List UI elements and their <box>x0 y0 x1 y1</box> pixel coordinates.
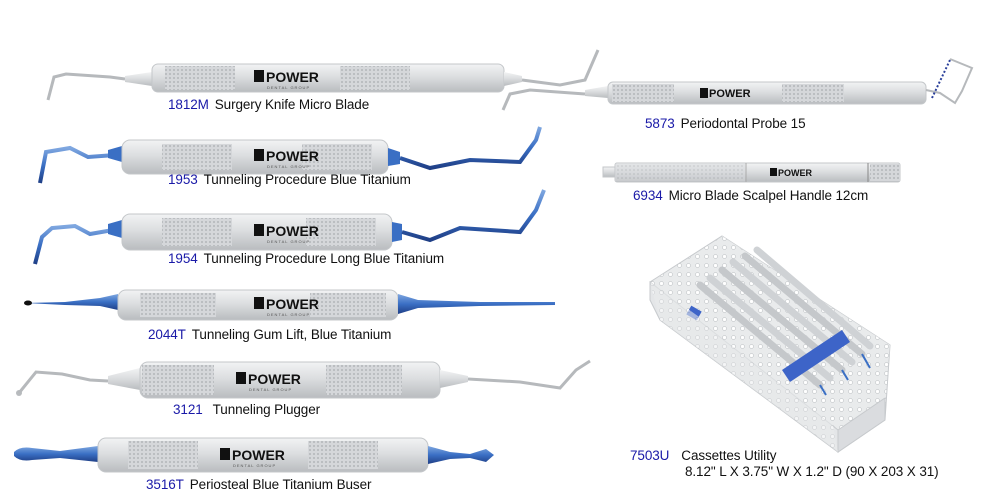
svg-text:POWER: POWER <box>266 223 319 239</box>
svg-text:DENTAL GROUP: DENTAL GROUP <box>267 164 310 169</box>
svg-text:POWER: POWER <box>778 168 813 178</box>
product-1954: POWER DENTAL GROUP 1954 Tunneling Procedu… <box>0 0 600 280</box>
product-code: 1812M <box>168 97 209 112</box>
svg-text:DENTAL GROUP: DENTAL GROUP <box>267 239 310 244</box>
product-name: Tunneling Procedure Blue Titanium <box>203 172 411 187</box>
product-caption: 7503U Cassettes Utility 8.12" L X 3.75" W… <box>630 448 939 479</box>
product-code: 1953 <box>168 172 198 187</box>
periodontal-probe-instrument-image: POWER <box>501 58 974 111</box>
product-name: Tunneling Gum Lift, Blue Titanium <box>191 327 392 342</box>
svg-text:DENTAL GROUP: DENTAL GROUP <box>267 312 310 317</box>
product-caption: 2044T Tunneling Gum Lift, Blue Titanium <box>148 327 391 342</box>
svg-text:POWER: POWER <box>266 296 319 312</box>
product-5873: POWER 5873 Periodontal Probe 15 <box>0 0 1000 140</box>
product-6934: POWER 6934 Micro Blade Scalpel Handle 12c… <box>0 0 1000 210</box>
product-2044t: POWER DENTAL GROUP 2044T Tunneling Gum Li… <box>0 0 600 350</box>
svg-text:POWER: POWER <box>266 148 319 164</box>
product-code: 3516T <box>146 477 184 492</box>
tunneling-procedure-long-instrument-image: POWER DENTAL GROUP <box>33 189 546 265</box>
product-code: 2044T <box>148 327 186 342</box>
product-3121: POWER DENTAL GROUP 3121 Tunneling Plugger <box>16 359 591 417</box>
product-name: Surgery Knife Micro Blade <box>214 97 370 112</box>
product-name: Tunneling Plugger <box>212 402 321 417</box>
product-caption: 6934 Micro Blade Scalpel Handle 12cm <box>633 188 868 203</box>
tunneling-procedure-instrument-image: POWER DENTAL GROUP <box>38 126 542 184</box>
product-code: 3121 <box>173 402 203 417</box>
product-name: Cassettes Utility <box>681 448 777 463</box>
surgery-knife-instrument-image: POWER DENTAL GROUP <box>46 49 600 101</box>
svg-text:DENTAL GROUP: DENTAL GROUP <box>249 387 292 392</box>
product-code: 5873 <box>645 116 675 131</box>
product-name: Periodontal Probe 15 <box>680 116 806 131</box>
product-dimensions: 8.12" L X 3.75" W X 1.2" D (90 X 203 X 3… <box>685 464 939 479</box>
product-name: Tunneling Procedure Long Blue Titanium <box>203 251 444 266</box>
product-caption: 3516T Periosteal Blue Titanium Buser <box>146 477 371 492</box>
product-caption: 1812M Surgery Knife Micro Blade <box>168 97 369 112</box>
product-code: 7503U <box>630 448 670 463</box>
product-caption: 1954 Tunneling Procedure Long Blue Titani… <box>168 251 444 266</box>
scalpel-handle-instrument-image: POWER <box>602 162 901 183</box>
svg-text:POWER: POWER <box>709 88 751 100</box>
product-caption: 5873 Periodontal Probe 15 <box>645 116 806 131</box>
product-code: 6934 <box>633 188 663 203</box>
svg-text:POWER: POWER <box>266 69 319 85</box>
product-name: Micro Blade Scalpel Handle 12cm <box>668 188 869 203</box>
product-1953: POWER DENTAL GROUP 1953 Tunneling Procedu… <box>0 0 600 200</box>
product-1812m: POWER DENTAL GROUP 1812M Surgery Knife Mi… <box>0 0 600 120</box>
product-name: Periosteal Blue Titanium Buser <box>189 477 372 492</box>
periosteal-buser-instrument-image: POWER DENTAL GROUP <box>14 437 494 473</box>
svg-text:POWER: POWER <box>232 447 285 463</box>
tunneling-plugger-instrument-image: POWER DENTAL GROUP <box>16 359 591 399</box>
product-code: 1954 <box>168 251 198 266</box>
svg-text:POWER: POWER <box>248 371 301 387</box>
product-3516t: POWER DENTAL GROUP 3516T Periosteal Blue … <box>14 437 494 492</box>
tunneling-gum-lift-instrument-image: POWER DENTAL GROUP <box>24 289 555 321</box>
svg-text:DENTAL GROUP: DENTAL GROUP <box>267 85 310 90</box>
product-caption: 1953 Tunneling Procedure Blue Titanium <box>168 172 411 187</box>
svg-text:DENTAL GROUP: DENTAL GROUP <box>233 463 276 468</box>
product-caption: 3121 Tunneling Plugger <box>173 402 320 417</box>
